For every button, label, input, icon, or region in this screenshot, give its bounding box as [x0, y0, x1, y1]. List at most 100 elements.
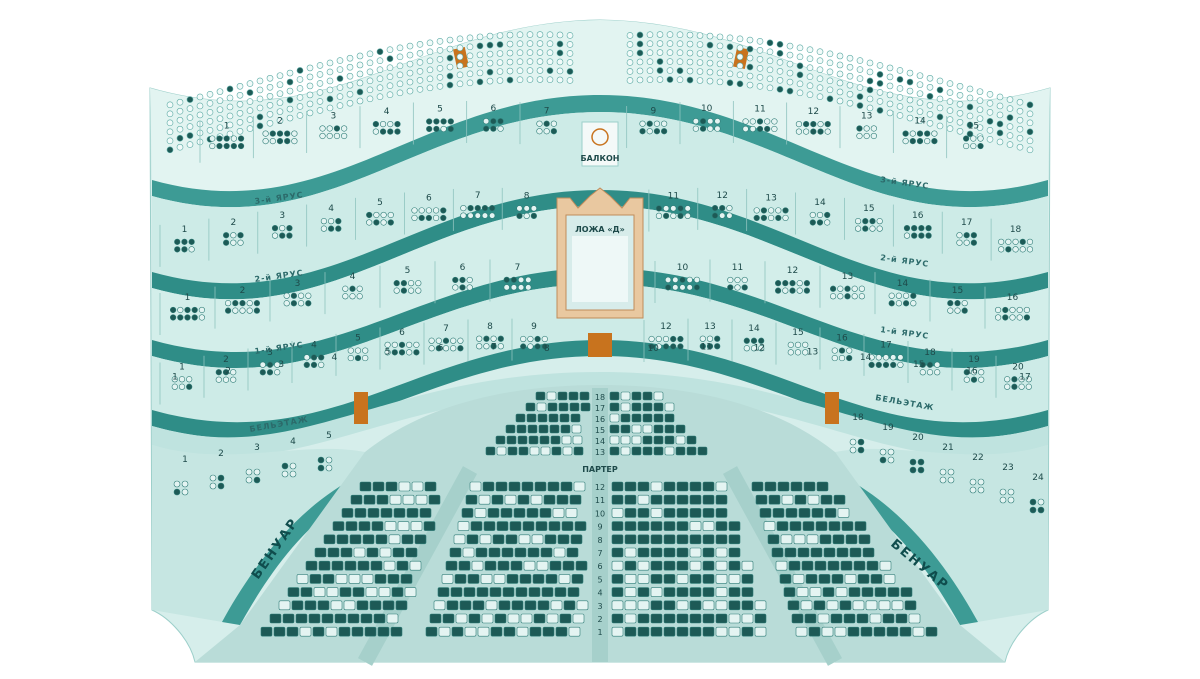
seat[interactable]: [447, 125, 454, 133]
tier1-box-12[interactable]: 12: [643, 320, 684, 363]
tier1-box-13[interactable]: 13: [687, 318, 721, 361]
seat[interactable]: [655, 343, 662, 350]
seat[interactable]: [666, 76, 674, 83]
seat[interactable]: [483, 125, 490, 132]
seat[interactable]: [388, 534, 401, 545]
seat[interactable]: [861, 587, 874, 597]
seat[interactable]: [1025, 376, 1032, 383]
seat[interactable]: [281, 470, 289, 478]
seat[interactable]: [736, 80, 744, 88]
seat[interactable]: [556, 494, 569, 505]
tier1-box-3[interactable]: 3: [247, 348, 281, 391]
seat[interactable]: [624, 521, 637, 531]
seat[interactable]: [865, 600, 878, 611]
seat[interactable]: [346, 90, 354, 98]
seat[interactable]: [831, 354, 838, 362]
seat[interactable]: [552, 508, 565, 518]
seat[interactable]: [650, 613, 663, 624]
seat[interactable]: [567, 587, 580, 597]
seat[interactable]: [363, 494, 376, 505]
seat[interactable]: [714, 335, 721, 342]
seat[interactable]: [191, 306, 198, 314]
seat[interactable]: [646, 76, 654, 83]
seat[interactable]: [611, 560, 624, 571]
seat[interactable]: [453, 534, 466, 545]
belletage-box-1[interactable]: 1: [172, 373, 178, 383]
tier3-box-12[interactable]: 12: [697, 187, 733, 230]
seat[interactable]: [816, 219, 824, 226]
seat[interactable]: [550, 128, 557, 135]
seat[interactable]: [672, 284, 679, 291]
seat[interactable]: [215, 376, 222, 383]
seat[interactable]: [796, 89, 804, 97]
belletage-box-13[interactable]: 13: [807, 347, 818, 357]
seat[interactable]: [707, 125, 714, 132]
seat[interactable]: [573, 481, 586, 492]
tier3-box-3[interactable]: 3: [257, 211, 293, 254]
seat[interactable]: [624, 534, 637, 545]
seat[interactable]: [299, 626, 312, 637]
seat[interactable]: [191, 314, 198, 321]
seat[interactable]: [856, 102, 864, 109]
seat[interactable]: [306, 109, 314, 117]
seat[interactable]: [245, 476, 253, 484]
seat[interactable]: [609, 391, 620, 401]
seat[interactable]: [846, 63, 854, 71]
seat[interactable]: [786, 60, 794, 68]
seat[interactable]: [246, 98, 254, 105]
seat[interactable]: [283, 300, 290, 307]
seat[interactable]: [834, 626, 847, 637]
seat[interactable]: [413, 349, 420, 356]
seat[interactable]: [650, 587, 663, 597]
seat[interactable]: [895, 613, 908, 624]
seat[interactable]: [611, 534, 624, 545]
seat[interactable]: [886, 64, 894, 72]
seat[interactable]: [298, 292, 305, 299]
seat[interactable]: [866, 86, 874, 94]
seat[interactable]: [496, 68, 504, 75]
tier2-box-16[interactable]: 16: [984, 286, 1030, 329]
seat[interactable]: [462, 547, 475, 558]
seat[interactable]: [795, 128, 803, 135]
seat[interactable]: [556, 76, 564, 84]
seat[interactable]: [528, 587, 541, 597]
seat[interactable]: [1016, 306, 1023, 314]
seat[interactable]: [797, 547, 810, 558]
seat[interactable]: [686, 40, 694, 48]
seat[interactable]: [806, 82, 814, 90]
tier2-box-12[interactable]: 12: [764, 261, 811, 304]
seat[interactable]: [296, 67, 304, 74]
seat[interactable]: [188, 238, 195, 245]
seat[interactable]: [702, 494, 715, 505]
seat[interactable]: [646, 128, 653, 135]
seat[interactable]: [1026, 137, 1034, 145]
seat[interactable]: [523, 212, 530, 219]
tier3-box-8[interactable]: 8: [501, 187, 537, 230]
seat[interactable]: [376, 48, 384, 56]
seat[interactable]: [706, 32, 714, 40]
seat[interactable]: [543, 128, 550, 135]
seat[interactable]: [209, 474, 217, 482]
seat[interactable]: [856, 84, 864, 91]
seat[interactable]: [876, 98, 884, 105]
seat[interactable]: [810, 128, 817, 135]
seat[interactable]: [836, 52, 844, 60]
seat[interactable]: [349, 285, 356, 292]
seat[interactable]: [178, 383, 186, 390]
seat[interactable]: [546, 40, 554, 47]
seat[interactable]: [886, 73, 894, 81]
seat[interactable]: [961, 300, 968, 307]
seat[interactable]: [326, 125, 333, 132]
seat[interactable]: [820, 494, 833, 505]
seat[interactable]: [481, 204, 489, 212]
seat[interactable]: [516, 424, 527, 434]
seat[interactable]: [670, 205, 677, 212]
seat[interactable]: [1011, 376, 1018, 383]
seat[interactable]: [456, 80, 464, 88]
seat[interactable]: [626, 77, 634, 84]
seat[interactable]: [316, 107, 324, 114]
seat[interactable]: [466, 52, 474, 60]
seat[interactable]: [317, 600, 330, 611]
seat[interactable]: [347, 354, 354, 362]
seat[interactable]: [650, 574, 663, 584]
